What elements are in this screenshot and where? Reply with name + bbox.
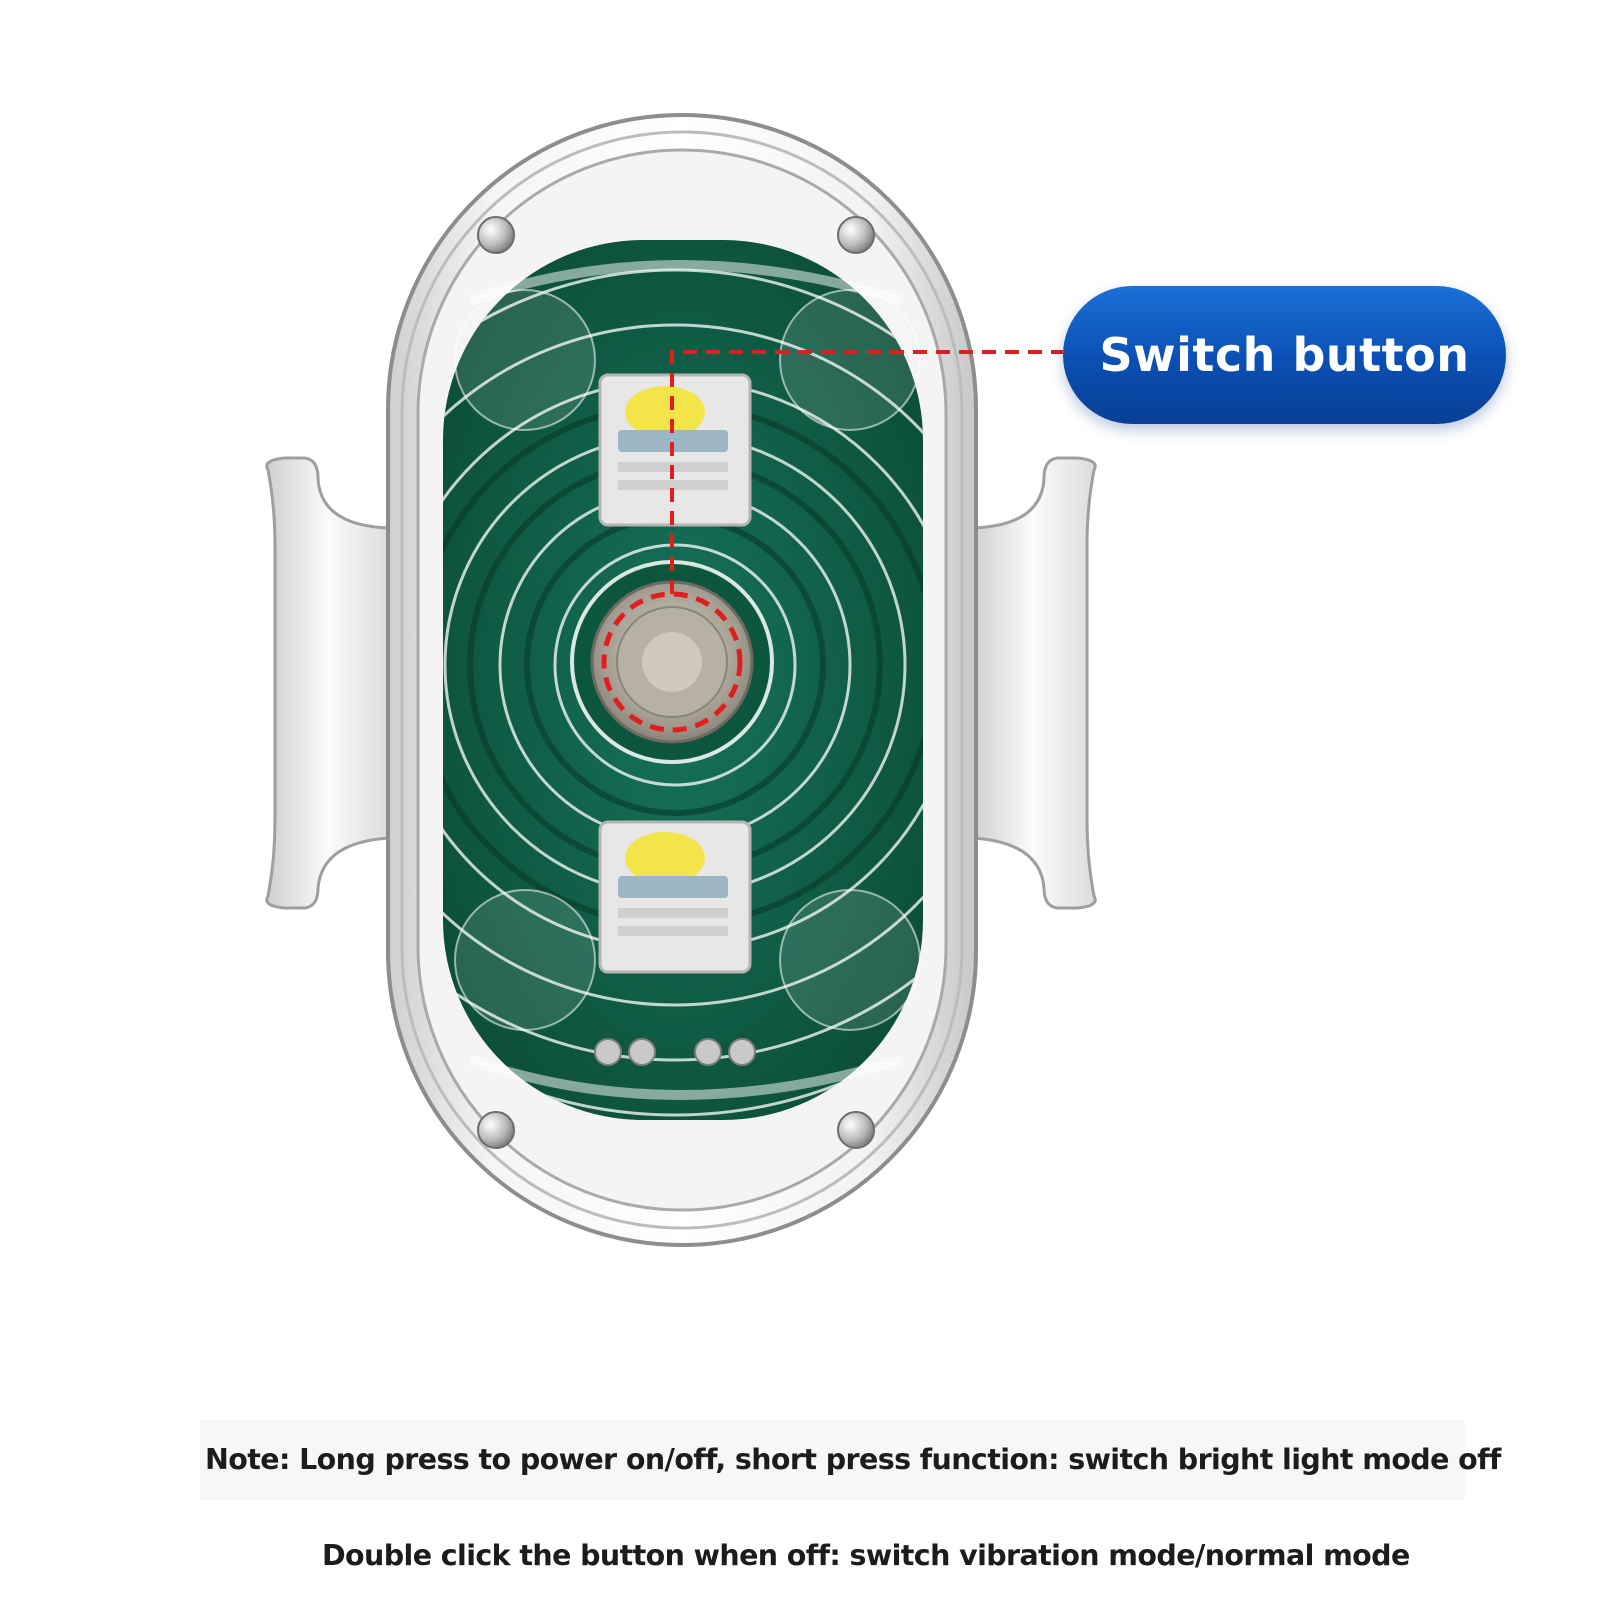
led-top [598,373,752,527]
switch-button-callout: Switch button [1063,286,1506,424]
screws [477,216,875,1149]
note-line-1: Note: Long press to power on/off, short … [205,1443,1501,1476]
callout-leader-line [670,350,1063,594]
led-bottom [598,820,752,974]
connector-pads [594,1038,756,1066]
callout-label: Switch button [1099,328,1470,382]
right-wing [970,456,1097,910]
note-line-2: Double click the button when off: switch… [322,1539,1410,1572]
note-background-band [200,1420,1465,1500]
left-wing [265,456,392,910]
